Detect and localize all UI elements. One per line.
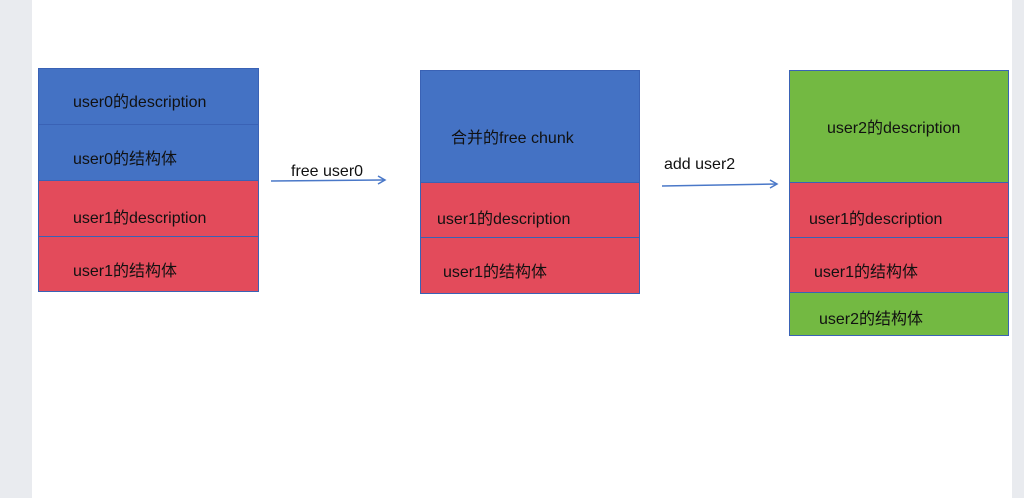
user1-description-chunk: user1的description [38, 180, 259, 237]
cell-label: user1的description [809, 211, 943, 228]
user1-struct-chunk: user1的结构体 [789, 237, 1009, 293]
cell-label: user1的description [73, 210, 207, 227]
free-user0-label: free user0 [291, 163, 364, 180]
arrow-right-icon [661, 179, 779, 189]
add-user2-label: add user2 [664, 156, 736, 173]
cell-label: 合并的free chunk [451, 130, 574, 147]
cell-label: user2的description [827, 120, 961, 137]
user0-struct-chunk: user0的结构体 [38, 124, 259, 181]
cell-label: user1的结构体 [73, 263, 178, 280]
scrollbar-track[interactable] [1012, 0, 1024, 498]
user1-struct-chunk: user1的结构体 [38, 236, 259, 292]
cell-label: user1的结构体 [814, 264, 919, 281]
cell-label: user2的结构体 [819, 311, 924, 328]
arrow-right-icon [270, 175, 387, 185]
cell-label: user1的结构体 [443, 264, 548, 281]
cell-label: user0的description [73, 94, 207, 111]
cell-label: user0的结构体 [73, 151, 178, 168]
user0-description-chunk: user0的description [38, 68, 259, 125]
merged-free-chunk: 合并的free chunk [420, 70, 640, 183]
user1-struct-chunk: user1的结构体 [420, 237, 640, 294]
user1-description-chunk: user1的description [789, 182, 1009, 238]
cell-label: user1的description [437, 211, 571, 228]
user1-description-chunk: user1的description [420, 182, 640, 238]
user2-struct-chunk: user2的结构体 [789, 292, 1009, 336]
